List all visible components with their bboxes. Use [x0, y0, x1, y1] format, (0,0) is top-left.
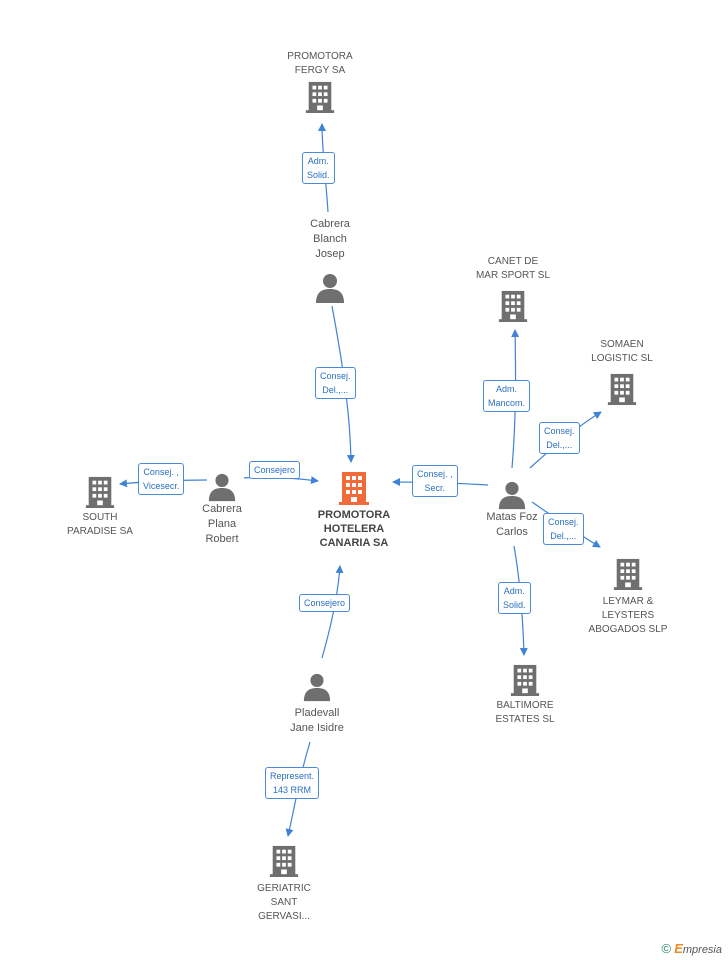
node-pladevall[interactable]: Pladevall Jane Isidre: [272, 672, 362, 736]
brand-name: mpresia: [682, 944, 722, 956]
copyright-symbol: ©: [661, 941, 672, 956]
edge-label-plana-south[interactable]: Consej. , Vicesecr.: [138, 463, 185, 495]
node-label: PROMOTORA HOTELERA CANARIA SA: [317, 509, 391, 549]
person-icon: [272, 672, 362, 702]
node-cabrera-plana[interactable]: Cabrera Plana Robert: [182, 472, 262, 547]
person-icon: [290, 272, 370, 304]
node-label: LEYMAR & LEYSTERS ABOGADOS SLP: [588, 596, 668, 635]
node-label: PROMOTORA FERGY SA: [287, 51, 353, 76]
building-icon: [475, 663, 575, 697]
edge-label-pladevall-geriatric[interactable]: Represent. 143 RRM: [265, 767, 320, 799]
node-cabrera-blanch[interactable]: Cabrera Blanch Josep: [290, 217, 370, 304]
edge-label-matas-center[interactable]: Consej. , Secr.: [412, 465, 458, 497]
building-icon: [578, 557, 678, 591]
edge-label-pladevall-center[interactable]: Consejero: [299, 594, 351, 612]
edge-label-matas-somaen[interactable]: Consej. Del.,...: [539, 422, 580, 454]
building-icon: [572, 372, 672, 406]
node-label: Cabrera Plana Robert: [202, 503, 242, 545]
edge-pladevall-center: [321, 565, 344, 659]
building-icon: [234, 844, 334, 878]
node-label: SOMAEN LOGISTIC SL: [591, 339, 653, 364]
node-baltimore-estates[interactable]: BALTIMORE ESTATES SL: [475, 663, 575, 727]
person-icon: [182, 472, 262, 502]
building-icon: [463, 289, 563, 323]
node-label: Cabrera Blanch Josep: [310, 218, 350, 260]
node-label: SOUTH PARADISE SA: [67, 512, 133, 537]
person-icon: [472, 480, 552, 510]
node-south-paradise[interactable]: SOUTH PARADISE SA: [52, 475, 148, 539]
node-canet-de-mar[interactable]: CANET DE MAR SPORT SL: [463, 255, 563, 323]
node-matas-foz[interactable]: Matas Foz Carlos: [472, 480, 552, 540]
node-label: GERIATRIC SANT GERVASI...: [257, 883, 311, 922]
edge-label-matas-baltimore[interactable]: Adm. Solid.: [498, 582, 531, 614]
node-label: Pladevall Jane Isidre: [290, 707, 344, 734]
edge-label-blanch-fergy[interactable]: Adm. Solid.: [302, 152, 335, 184]
node-label: BALTIMORE ESTATES SL: [495, 700, 555, 725]
edge-label-matas-canet[interactable]: Adm. Mancom.: [483, 380, 531, 412]
node-label: Matas Foz Carlos: [486, 511, 538, 538]
node-promotora-hotelera[interactable]: PROMOTORA HOTELERA CANARIA SA: [302, 470, 406, 550]
node-label: CANET DE MAR SPORT SL: [475, 256, 551, 281]
node-somaen-logistic[interactable]: SOMAEN LOGISTIC SL: [572, 338, 672, 406]
node-geriatric-sant-gervasi[interactable]: GERIATRIC SANT GERVASI...: [234, 844, 334, 924]
node-promotora-fergy[interactable]: PROMOTORA FERGY SA: [270, 50, 370, 114]
building-icon: [302, 470, 406, 506]
building-icon: [52, 475, 148, 509]
node-leymar-leysters[interactable]: LEYMAR & LEYSTERS ABOGADOS SLP: [578, 557, 678, 637]
edge-label-plana-center[interactable]: Consejero: [249, 461, 301, 479]
brand-logo: © Empresia: [662, 941, 722, 956]
edge-label-matas-leymar[interactable]: Consej. Del.,...: [543, 513, 584, 545]
building-icon: [270, 80, 370, 114]
edge-label-blanch-center[interactable]: Consej. Del.,...: [315, 367, 356, 399]
brand-initial: E: [674, 941, 683, 956]
